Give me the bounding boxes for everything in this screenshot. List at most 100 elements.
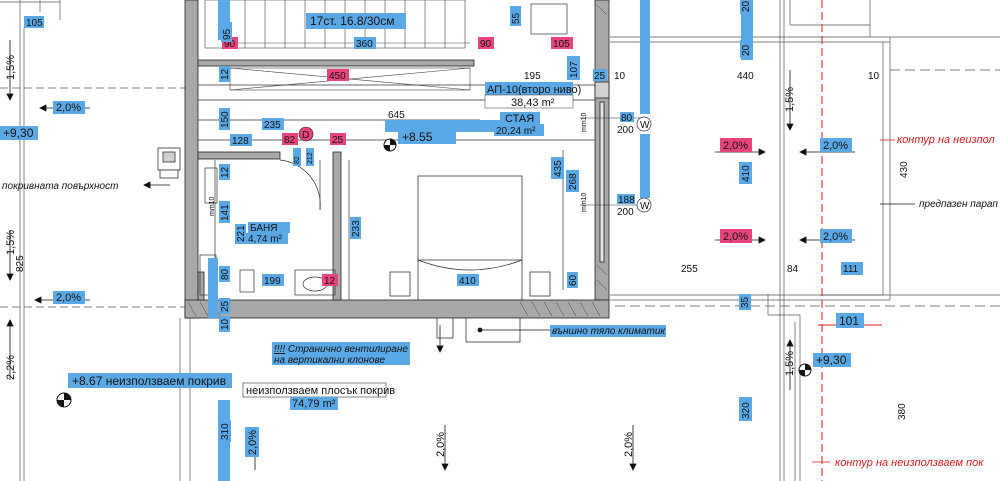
dim-141: 141 bbox=[220, 204, 231, 221]
stair-label: 17ст. 16.8/30см bbox=[310, 14, 394, 28]
dim-60: 60 bbox=[568, 274, 579, 286]
dim-10a: 10 bbox=[614, 71, 626, 82]
ap-area: 38,43 m² bbox=[511, 97, 555, 109]
slope-arrows bbox=[6, 40, 915, 471]
dim-310: 310 bbox=[220, 423, 231, 440]
dim-10b: 10 bbox=[868, 71, 880, 82]
room-area: 20,24 m² bbox=[496, 126, 536, 137]
slope-s5: 2,2% bbox=[5, 355, 17, 380]
win-mm1: mm10 bbox=[581, 112, 588, 132]
notes: покривната повърхност контур на неизпол … bbox=[2, 134, 998, 469]
note-parapet: предпазен парап bbox=[919, 199, 998, 210]
dim-360: 360 bbox=[356, 39, 373, 50]
level-930a: +9,30 bbox=[3, 126, 34, 140]
note-ac: външно тяло климатик bbox=[552, 326, 666, 337]
dim-410b: 410 bbox=[741, 165, 752, 182]
dim-35: 35 bbox=[740, 296, 751, 308]
slope-s14: 2,0% bbox=[623, 432, 635, 457]
slope-s10: 2,0% bbox=[823, 231, 848, 243]
dim-90b: 90 bbox=[480, 39, 492, 50]
slope-s12: 1,5% bbox=[784, 351, 796, 376]
slope-s7: 2,0% bbox=[723, 140, 748, 152]
bed bbox=[389, 175, 551, 301]
dim-12c: 12 bbox=[324, 276, 336, 287]
ac-units bbox=[157, 147, 521, 343]
note-contour2: контур на неизползваем пок bbox=[835, 457, 984, 469]
note-vent-prefix: !!!! bbox=[274, 344, 285, 355]
slope-s6: 1,5% bbox=[784, 87, 796, 112]
dim-82: 82 bbox=[284, 135, 296, 146]
note-contour1: контур на неизпол bbox=[897, 134, 995, 146]
bath-title: БАНЯ bbox=[250, 223, 277, 234]
slope-tags: 1,5% 2,0% 1,5% 2,0% 2,2% 1,5% 2,0% 2,0% … bbox=[5, 55, 852, 457]
dim-105t: 105 bbox=[26, 18, 43, 29]
note-vent2: на вертикални клонове bbox=[274, 355, 385, 366]
slope-s3: 1,5% bbox=[5, 230, 17, 255]
fan-box bbox=[530, 3, 568, 35]
win-200b: 200 bbox=[617, 207, 634, 218]
dim-25d: 25 bbox=[220, 300, 231, 312]
dim-25a: 25 bbox=[594, 71, 606, 82]
roof-title: неизползваем плосък покрив bbox=[246, 385, 395, 397]
dim-410a: 410 bbox=[459, 276, 476, 287]
slope-s11: 2,0% bbox=[247, 430, 259, 455]
note-roof-surface: покривната повърхност bbox=[2, 181, 118, 192]
slope-s9: 2,0% bbox=[723, 231, 748, 243]
dim-20b: 20 bbox=[741, 0, 752, 12]
level-867: +8.67 неизползваем покрив bbox=[72, 374, 226, 388]
dim-199: 199 bbox=[264, 276, 281, 287]
dim-450: 450 bbox=[329, 71, 346, 82]
dim-825: 825 bbox=[15, 255, 26, 272]
level-markers bbox=[56, 138, 812, 408]
dim-101: 101 bbox=[839, 314, 859, 328]
dim-105b: 105 bbox=[553, 39, 570, 50]
dim-221: 221 bbox=[236, 225, 247, 242]
slope-s13: 2,0% bbox=[435, 432, 447, 457]
dim-84: 84 bbox=[787, 264, 799, 275]
dim-90a: 90 bbox=[224, 39, 236, 50]
dim-10c: 10 bbox=[220, 318, 231, 330]
note-vent1: !!!! Странично вентилиране bbox=[274, 344, 408, 355]
dim-235: 235 bbox=[264, 120, 281, 131]
slope-s4: 2,0% bbox=[56, 292, 81, 304]
dim-255: 255 bbox=[681, 264, 698, 275]
wall-hatch bbox=[187, 4, 608, 317]
dim-20a: 20 bbox=[741, 44, 752, 56]
walls bbox=[184, 0, 610, 319]
ap-title: АП-10(второ ниво) bbox=[487, 84, 581, 96]
dim-150: 150 bbox=[220, 111, 231, 128]
dim-128: 128 bbox=[232, 136, 249, 147]
dim-380: 380 bbox=[897, 403, 908, 420]
dim-195: 195 bbox=[524, 71, 541, 82]
bath-area: 4,74 m² bbox=[248, 234, 283, 245]
dim-430: 430 bbox=[899, 161, 910, 178]
dim-212: 212 bbox=[307, 152, 314, 164]
room-labels: АП-10(второ ниво) 38,43 m² СТАЯ 20,24 m²… bbox=[242, 82, 581, 410]
dim-233: 233 bbox=[351, 220, 362, 237]
win-mm2: mm10 bbox=[581, 192, 588, 212]
door-symbol-label: D bbox=[302, 130, 309, 141]
dim-111: 111 bbox=[843, 264, 859, 275]
note-vent1-text: Странично вентилиране bbox=[285, 344, 408, 355]
dim-435: 435 bbox=[553, 160, 564, 177]
roof-area: 74,79 m² bbox=[292, 398, 336, 410]
dim-268: 268 bbox=[568, 173, 579, 190]
dim-12b: 12 bbox=[220, 166, 231, 178]
dim-55: 55 bbox=[511, 12, 522, 24]
dim-645: 645 bbox=[388, 110, 405, 121]
win-188: 188 bbox=[618, 195, 635, 206]
win-mm3: mm10 bbox=[209, 196, 216, 216]
level-930b: +9,30 bbox=[816, 353, 847, 367]
dim-320: 320 bbox=[741, 402, 752, 419]
dim-25b: 25 bbox=[332, 135, 344, 146]
slope-s1: 1,5% bbox=[5, 55, 17, 80]
room-title: СТАЯ bbox=[505, 113, 534, 125]
window-symbols: W W bbox=[636, 116, 652, 213]
dimension-tags: 105 360 90 90 105 450 195 25 10 440 10 6… bbox=[15, 0, 910, 442]
slope-s8: 2,0% bbox=[823, 140, 848, 152]
blue-bars bbox=[208, 0, 753, 481]
level-tags: +8.55 +9,30 +9,30 +8.67 неизползваем пок… bbox=[0, 126, 851, 388]
door-symbol bbox=[298, 126, 314, 142]
